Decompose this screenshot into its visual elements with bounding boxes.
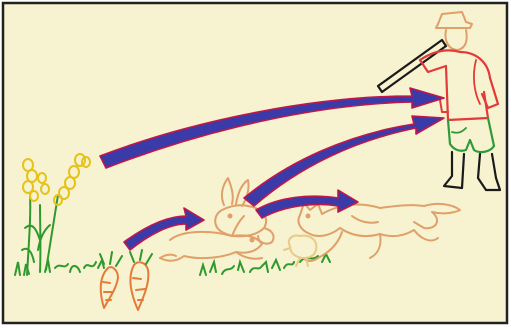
arrow-rabbit-to-hunter xyxy=(243,115,445,207)
carrot-tops xyxy=(99,249,153,267)
hunter xyxy=(376,11,502,192)
grass-middle xyxy=(199,257,295,276)
grass-left xyxy=(14,257,105,276)
running-rabbit xyxy=(159,215,263,262)
chick xyxy=(283,234,318,267)
wheat-plant xyxy=(21,153,91,276)
arrow-plants-to-rabbit xyxy=(123,207,205,251)
arrow-rabbit-to-fox xyxy=(255,189,359,219)
fox xyxy=(297,202,461,262)
arrow-plants-to-hunter xyxy=(99,87,445,169)
carrots xyxy=(99,261,150,311)
